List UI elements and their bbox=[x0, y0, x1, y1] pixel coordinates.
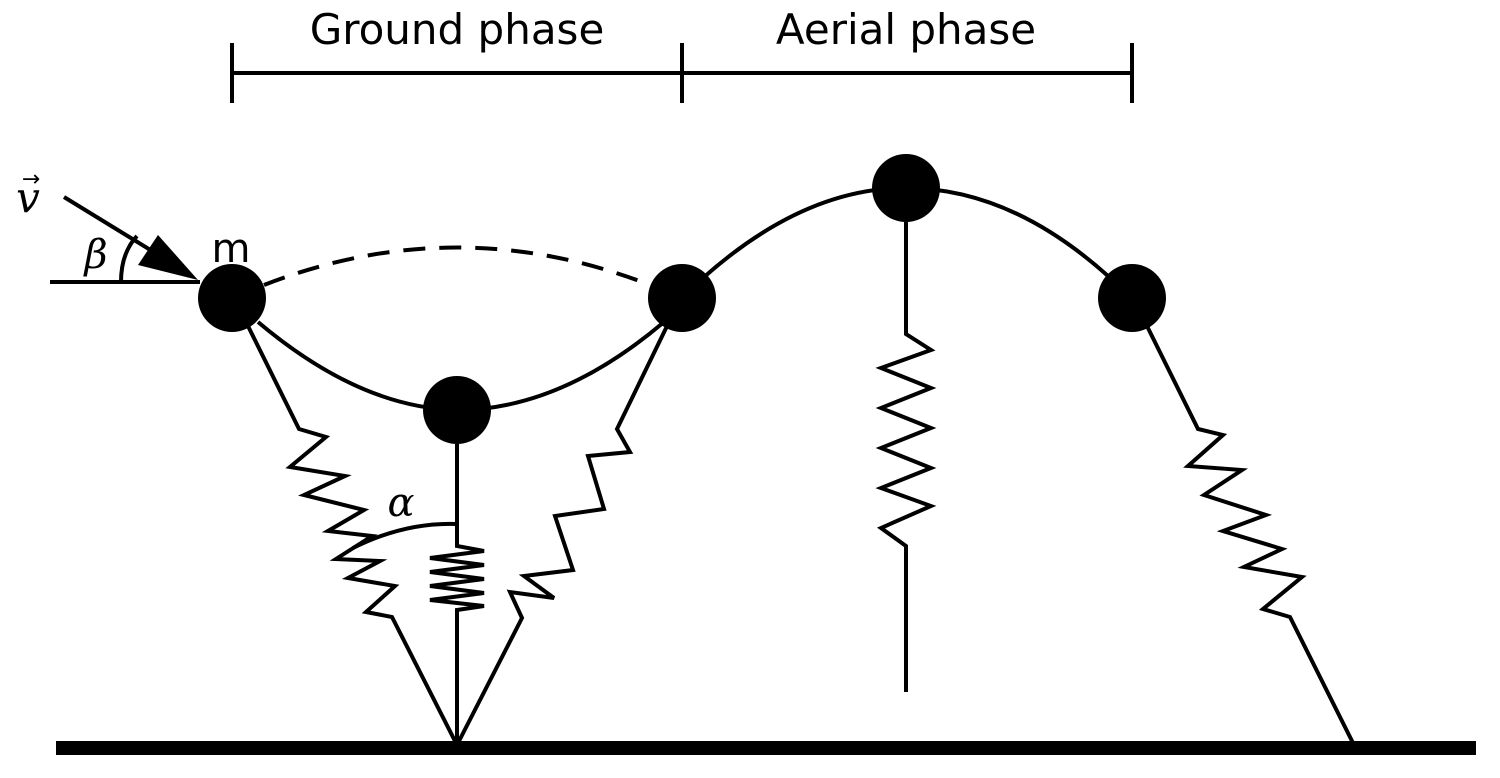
mass-landing bbox=[1098, 264, 1166, 332]
alpha-angle-arc bbox=[352, 521, 458, 550]
mass-midstance bbox=[423, 376, 491, 444]
aerial-phase-label: Aerial phase bbox=[776, 5, 1036, 54]
leg-spring-apex bbox=[875, 222, 937, 692]
leg-spring-touchdown bbox=[244, 321, 459, 746]
velocity-arrow-accent: → bbox=[22, 167, 40, 192]
mass-apex bbox=[872, 154, 940, 222]
leg-spring-takeoff bbox=[455, 321, 671, 746]
mass-takeoff bbox=[648, 264, 716, 332]
alpha-label: α bbox=[387, 480, 414, 526]
leg-spring-landing bbox=[1143, 321, 1356, 746]
mass-touchdown bbox=[198, 264, 266, 332]
phase-bracket bbox=[230, 43, 1134, 103]
velocity-arrowhead bbox=[138, 235, 198, 280]
beta-angle-arc bbox=[119, 234, 139, 283]
leg-spring-midstance bbox=[429, 444, 485, 745]
ground-phase-label: Ground phase bbox=[310, 5, 605, 54]
beta-label: β bbox=[82, 232, 107, 278]
flight-trajectory-dashed bbox=[263, 245, 651, 287]
velocity-label: v bbox=[16, 173, 40, 222]
